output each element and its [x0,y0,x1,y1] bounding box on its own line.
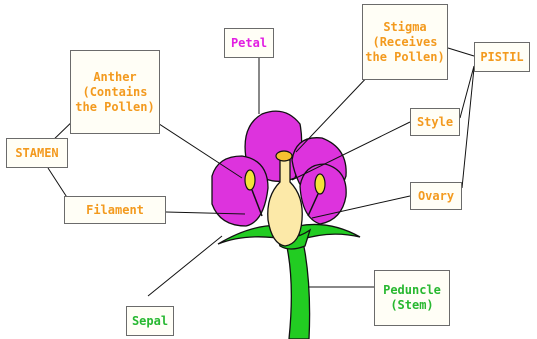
label-stamen: STAMEN [6,138,68,168]
label-pistil-text: PISTIL [480,50,523,65]
stigma-top [276,151,292,161]
label-peduncle-text: Peduncle (Stem) [383,283,441,313]
label-sepal: Sepal [126,306,174,336]
label-style-text: Style [417,115,453,130]
anther-pointer [150,118,242,178]
label-anther-text: Anther (Contains the Pollen) [75,70,154,115]
label-ovary: Ovary [410,182,462,210]
label-style: Style [410,108,460,136]
label-stamen-text: STAMEN [15,146,58,161]
label-filament: Filament [64,196,166,224]
petal-front-left [212,156,268,226]
sepal-pointer [148,236,222,296]
label-ovary-text: Ovary [418,189,454,204]
pistil-to-stigma-line [448,48,474,56]
label-anther: Anther (Contains the Pollen) [70,50,160,134]
label-pistil: PISTIL [474,42,530,72]
label-peduncle: Peduncle (Stem) [374,270,450,326]
label-stigma-text: Stigma (Receives the Pollen) [365,20,444,65]
pistil-to-ovary-line [462,68,474,188]
label-filament-text: Filament [86,203,144,218]
stigma-pointer [296,72,372,152]
label-petal: Petal [224,28,274,58]
label-sepal-text: Sepal [132,314,168,329]
label-petal-text: Petal [231,36,267,51]
anther-right [315,174,325,194]
label-stigma: Stigma (Receives the Pollen) [362,4,448,80]
anther-left [245,170,255,190]
